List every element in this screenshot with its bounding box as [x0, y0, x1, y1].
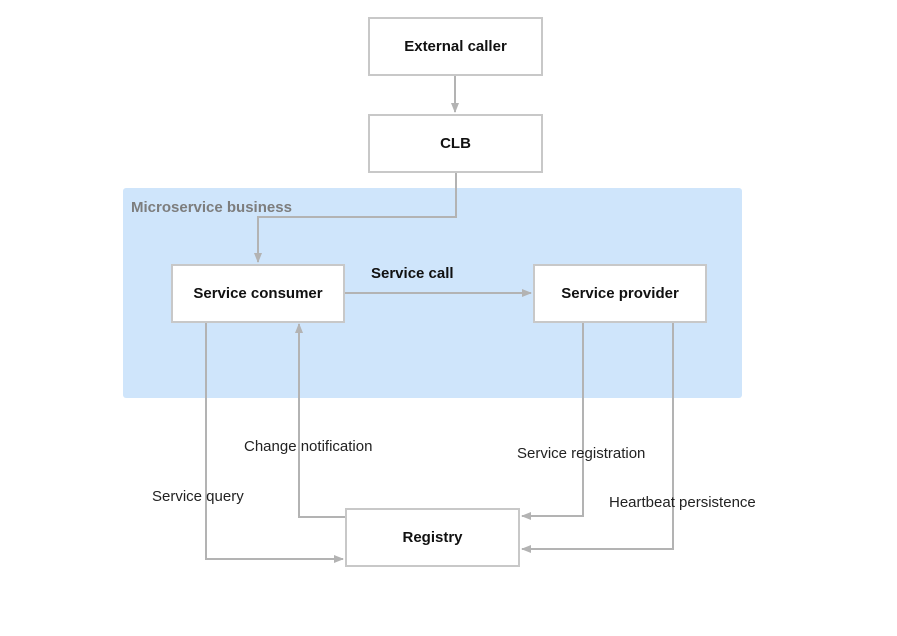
registry-node: Registry [345, 508, 520, 567]
microservice-business-label: Microservice business [131, 199, 292, 216]
external-caller-node: External caller [368, 17, 543, 76]
service-registration-label: Service registration [517, 445, 646, 462]
edge-clb-to-consumer [254, 173, 457, 263]
change-notification-label: Change notification [244, 438, 373, 455]
edge-service-registration [521, 323, 584, 520]
heartbeat-persistence-label: Heartbeat persistence [609, 494, 756, 511]
service-call-label: Service call [371, 265, 454, 282]
service-consumer-node: Service consumer [171, 264, 345, 323]
service-query-label: Service query [152, 488, 244, 505]
edge-heartbeat-persistence [521, 323, 674, 553]
clb-node: CLB [368, 114, 543, 173]
service-provider-node: Service provider [533, 264, 707, 323]
edge-service-query [205, 323, 344, 563]
edge-change-notification [295, 323, 346, 518]
